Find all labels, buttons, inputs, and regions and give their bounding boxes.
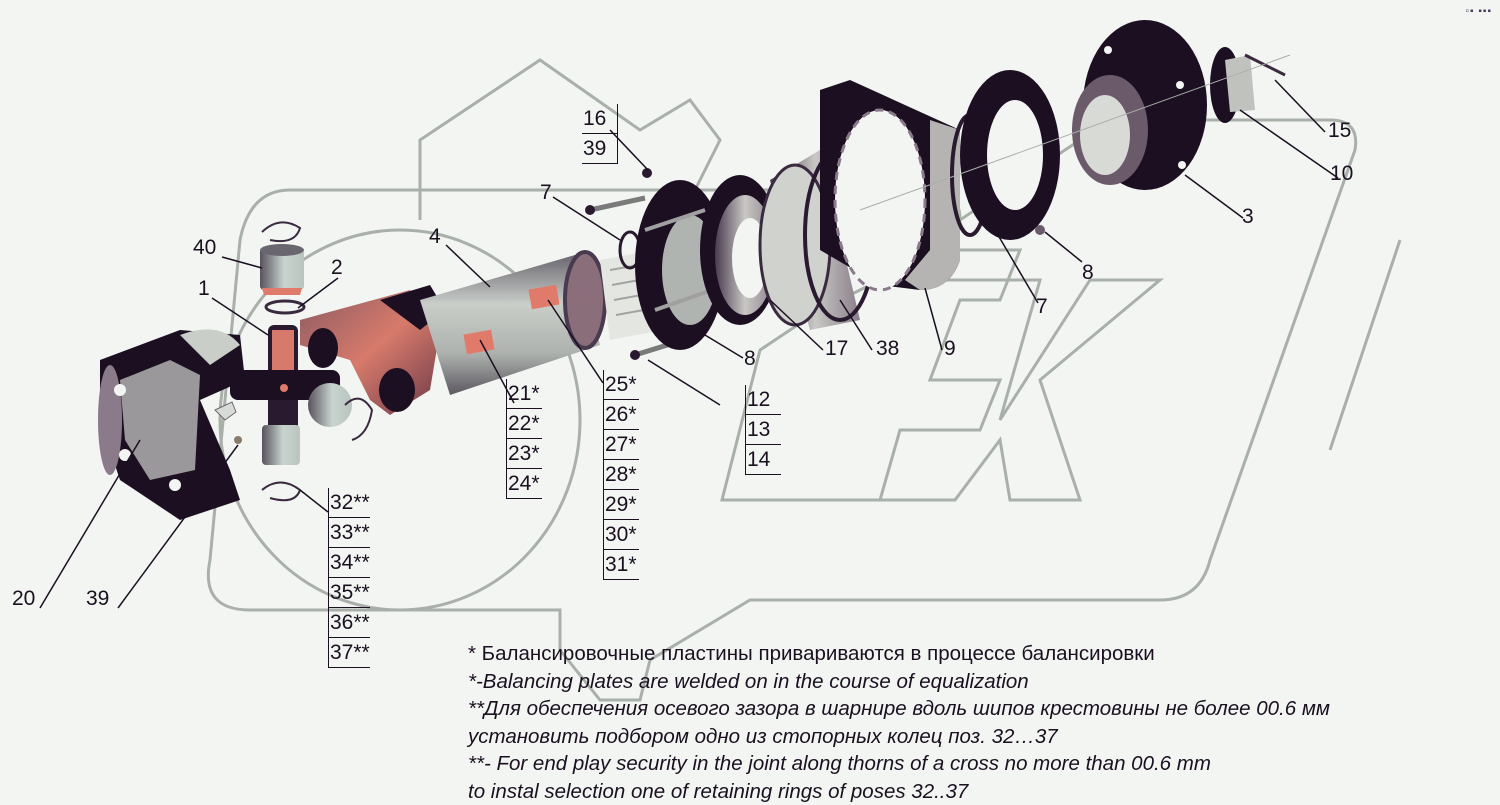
- stack-item: 28*: [604, 460, 639, 490]
- stack-item: 27*: [604, 430, 639, 460]
- note-balancing-ru: * Балансировочные пластины привариваются…: [468, 640, 1330, 668]
- callout-8-left: 8: [744, 348, 756, 370]
- callout-stack-25-31: 25* 26* 27* 28* 29* 30* 31*: [603, 370, 639, 580]
- bearing-cover-part-8-right: [960, 70, 1060, 240]
- bolt-head: [630, 350, 640, 360]
- callout-1: 1: [198, 278, 210, 300]
- callout-20: 20: [12, 588, 35, 610]
- needle-bearing-cap-part-40: [260, 244, 304, 295]
- callout-stack-12-14: 12 13 14: [745, 385, 781, 475]
- stack-item: 32**: [329, 488, 370, 518]
- stack-item: 35**: [329, 578, 370, 608]
- callout-stack-21-24: 21* 22* 23* 24*: [506, 379, 542, 499]
- retaining-ring-top: [262, 222, 300, 241]
- callout-17: 17: [825, 338, 848, 360]
- note-endplay-ru-2: установить подбором одно из стопорных ко…: [468, 723, 1330, 751]
- stack-item: 25*: [604, 370, 639, 400]
- stack-item: 36**: [329, 608, 370, 638]
- stack-item: 23*: [507, 439, 542, 469]
- stack-item: 13: [746, 415, 781, 445]
- stack-item: 24*: [507, 469, 542, 499]
- stack-item: 26*: [604, 400, 639, 430]
- callout-3: 3: [1242, 206, 1254, 228]
- stack-item: 16: [582, 104, 617, 134]
- callout-stack-32-37: 32** 33** 34** 35** 36** 37**: [328, 488, 370, 668]
- stack-item: 34**: [329, 548, 370, 578]
- support-housing-part-9: [820, 80, 960, 290]
- callout-38: 38: [876, 338, 899, 360]
- corner-mark: ▫▪ ▪▪▪: [1465, 6, 1492, 17]
- callout-stack-16-39: 16 39: [582, 104, 618, 164]
- stack-item: 39: [582, 134, 617, 164]
- callout-10: 10: [1330, 163, 1353, 185]
- stack-item: 30*: [604, 520, 639, 550]
- callout-9: 9: [944, 338, 956, 360]
- stack-item: 12: [746, 385, 781, 415]
- callout-39-bottom: 39: [86, 588, 109, 610]
- callout-4: 4: [429, 226, 441, 248]
- note-endplay-en-2: to instal selection one of retaining rin…: [468, 778, 1330, 805]
- callout-8-right: 8: [1082, 262, 1094, 284]
- stack-item: 29*: [604, 490, 639, 520]
- note-endplay-ru-1: **Для обеспечения осевого зазора в шарни…: [468, 695, 1330, 723]
- stack-item: 14: [746, 445, 781, 475]
- bolt-head-top: [585, 205, 595, 215]
- castle-nut: [1225, 55, 1255, 112]
- callout-15: 15: [1328, 120, 1351, 142]
- bolt-top: [590, 198, 645, 210]
- callout-2: 2: [331, 257, 343, 279]
- callout-7-left: 7: [540, 182, 552, 204]
- grease-fitting: [215, 402, 236, 420]
- stack-item: 37**: [329, 638, 370, 668]
- retaining-ring-bottom: [262, 483, 300, 501]
- grease-nipple-part-39: [234, 436, 242, 444]
- stack-item: 22*: [507, 409, 542, 439]
- note-endplay-en-1: **- For end play security in the joint a…: [468, 750, 1330, 778]
- flange-part-3: [1072, 20, 1207, 190]
- stack-item: 21*: [507, 379, 542, 409]
- stack-item: 31*: [604, 550, 639, 580]
- note-balancing-en: *-Balancing plates are welded on in the …: [468, 668, 1330, 696]
- stack-item: 33**: [329, 518, 370, 548]
- footnotes: * Балансировочные пластины привариваются…: [468, 640, 1330, 805]
- callout-7-right: 7: [1036, 296, 1048, 318]
- callout-40: 40: [193, 237, 216, 259]
